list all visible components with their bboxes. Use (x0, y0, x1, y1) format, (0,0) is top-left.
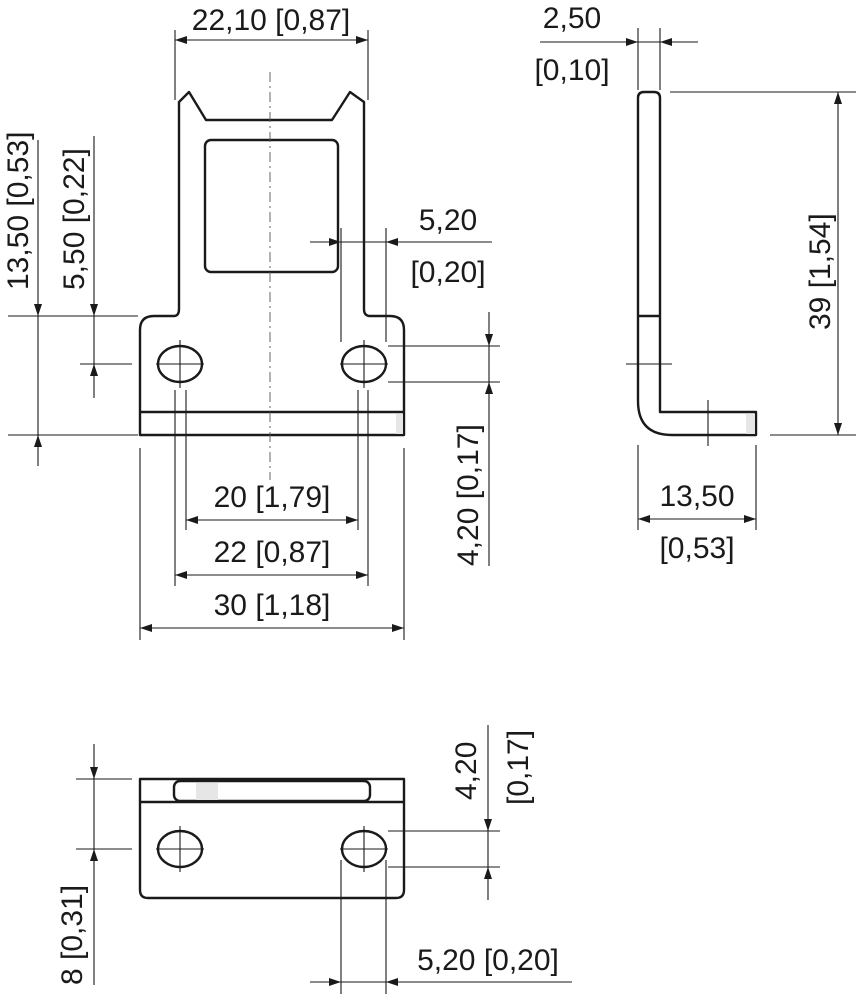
bottom-view: 8 [0,31] 4,20 [0,17] 5,20 [0,20] (56, 725, 572, 994)
arrow (626, 38, 638, 46)
dim-foot-inch: [0,53] (659, 532, 734, 565)
dim-bottom-slot-value: 4,20 (450, 742, 483, 800)
arrow (34, 304, 42, 316)
tongue-window (203, 138, 340, 274)
dim-offset-value: 5,20 (419, 204, 477, 237)
arrow (175, 571, 187, 579)
dim-slot-length: 4,20 [0,17] (452, 424, 485, 566)
arrow (638, 515, 650, 523)
dim-bottom-height: 8 [0,31] (56, 885, 89, 985)
arrow (90, 849, 98, 861)
dim-offset-inch: [0,20] (410, 256, 485, 289)
bottom-slot-lip (172, 779, 372, 803)
dim-hole-spacing-inner: 20 [1,79] (214, 481, 331, 514)
dim-foot-value: 13,50 (659, 480, 734, 513)
front-view-outline (138, 90, 406, 437)
arrow (485, 382, 493, 394)
dim-hole-spacing-outer: 22 [0,87] (214, 536, 331, 569)
arrow (175, 36, 187, 44)
arrow (386, 978, 398, 986)
arrow (744, 515, 756, 523)
arrow (329, 238, 341, 246)
bottom-view-outline (138, 777, 406, 900)
arrow (329, 978, 341, 986)
dim-side-height: 39 [1,54] (804, 213, 837, 330)
dim-width-top: 22,10 [0,87] (192, 4, 350, 37)
arrow (90, 304, 98, 316)
arrow (90, 767, 98, 779)
arrow (356, 36, 368, 44)
arrow (140, 624, 152, 632)
arrow (660, 38, 672, 46)
arrow (186, 516, 198, 524)
front-view: 22,10 [0,87] 13,50 [0,53] 5,50 [0,22] 5,… (2, 4, 500, 640)
arrow (356, 571, 368, 579)
dim-width-total: 30 [1,18] (214, 589, 331, 622)
dim-height-total: 13,50 [0,53] (2, 132, 35, 290)
arrow (34, 435, 42, 447)
bottom-shading (196, 783, 218, 800)
arrow (485, 334, 493, 346)
side-view: 2,50 [0,10] 39 [1,54] 13,50 [0,53] (534, 2, 856, 565)
arrow (484, 819, 492, 831)
bend-shading (396, 414, 403, 434)
arrow (386, 238, 398, 246)
arrow (834, 423, 842, 435)
dim-bottom-offset: 5,20 [0,20] (417, 944, 559, 977)
arrow (90, 364, 98, 376)
arrow (484, 867, 492, 879)
dim-thickness-value: 2,50 (543, 2, 601, 35)
dim-thickness-inch: [0,10] (534, 54, 609, 87)
dim-bottom-slot-inch: [0,17] (502, 730, 535, 805)
arrow (346, 516, 358, 524)
arrow (392, 624, 404, 632)
side-view-outline (636, 90, 758, 437)
side-shading (746, 414, 755, 434)
arrow (834, 92, 842, 104)
dim-height-hole: 5,50 [0,22] (58, 148, 91, 290)
